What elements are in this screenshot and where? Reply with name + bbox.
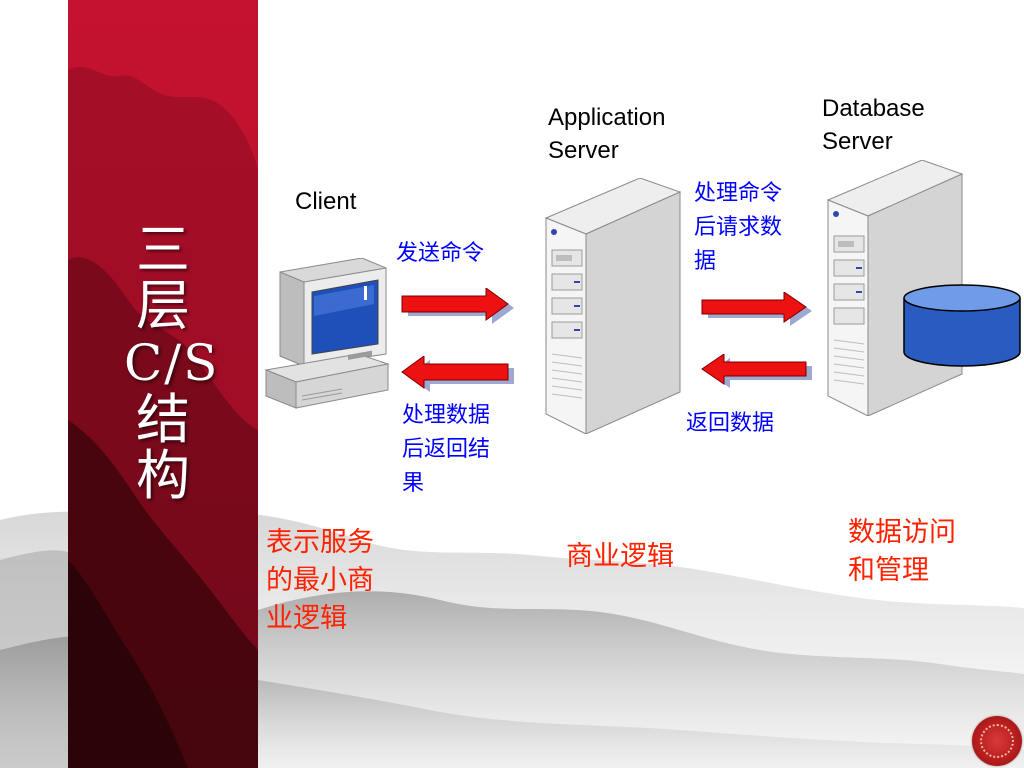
db-server-label-line1: Database xyxy=(822,95,925,122)
app-server-label-line1: Application xyxy=(548,104,666,131)
presentation-tier-line3: 业逻辑 xyxy=(266,603,347,634)
band-peaks xyxy=(68,67,258,768)
data-tier-line1: 数据访问 xyxy=(848,517,956,548)
title-char-5: 构 xyxy=(136,444,192,507)
app-server-label-line2: Server xyxy=(548,137,619,164)
title-band xyxy=(68,0,258,768)
request-arrow xyxy=(701,292,812,326)
presentation-tier-line2: 的最小商 xyxy=(266,565,374,596)
db-server-label-line2: Server xyxy=(822,128,893,155)
process-request-line1: 处理命令 xyxy=(694,181,783,206)
process-request-line2: 后请求数 xyxy=(694,215,783,240)
return-data-label: 返回数据 xyxy=(686,411,775,436)
process-return-line2: 后返回结 xyxy=(402,437,491,462)
return-arrow-to-app xyxy=(701,354,812,388)
send-command-label: 发送命令 xyxy=(396,241,485,266)
client-label: Client xyxy=(295,188,357,215)
return-arrow-to-client xyxy=(401,356,514,392)
title-char-4: 结 xyxy=(136,388,192,451)
process-return-line3: 果 xyxy=(402,471,425,496)
process-return-line1: 处理数据 xyxy=(402,403,491,428)
client-computer-icon xyxy=(264,258,390,409)
title-char-2: 层 xyxy=(136,274,192,337)
seal-stamp-icon xyxy=(972,716,1022,766)
process-request-line3: 据 xyxy=(694,249,717,274)
title-char-1: 三 xyxy=(136,218,192,281)
business-tier-label: 商业逻辑 xyxy=(566,541,674,572)
slide-title: 三 层 C/S 结 构 xyxy=(124,218,220,507)
database-cylinder-icon xyxy=(903,284,1021,367)
application-server-icon xyxy=(544,178,682,434)
send-arrow xyxy=(401,288,514,324)
presentation-tier-line1: 表示服务 xyxy=(266,527,374,558)
data-tier-line2: 和管理 xyxy=(848,555,929,586)
title-char-3: C/S xyxy=(124,334,220,392)
